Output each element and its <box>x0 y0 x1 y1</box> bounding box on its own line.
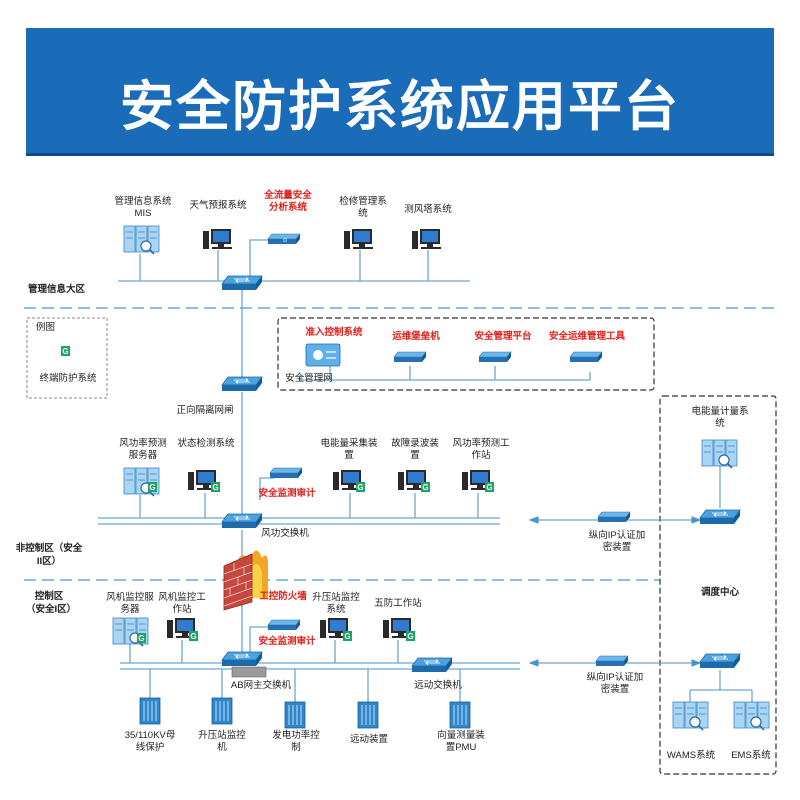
legend-badge-text: G <box>60 347 71 359</box>
dispatch-switch-2-icon <box>699 653 741 669</box>
power-control-cabinet-icon <box>284 701 306 729</box>
booster-badge-icon <box>343 631 352 641</box>
label-firewall: 工控防火墙 <box>259 591 307 602</box>
label-control-audit: 安全监测审计 <box>258 636 316 647</box>
legend-title: 例图 <box>36 322 56 333</box>
maintenance-pc-icon <box>344 229 373 249</box>
label-motion-switch: 远动交换机 <box>414 680 462 691</box>
tower-pc-icon <box>412 229 441 249</box>
security-management-box <box>277 317 655 391</box>
label-crypto-2: 纵向IP认证加密装置 <box>586 672 644 695</box>
bastion-host-icon <box>393 351 427 363</box>
label-noncontrol-audit: 安全监测审计 <box>258 488 316 499</box>
label-busbar: 35/110KV母线保护 <box>124 730 176 753</box>
motion-switch-icon <box>411 657 453 673</box>
access-control-icon <box>305 343 341 367</box>
label-traffic-analysis: 全流量安全分析系统 <box>264 190 312 213</box>
label-ems: EMS系统 <box>731 750 771 761</box>
wind-server-badge-icon <box>137 633 146 643</box>
label-status-detection: 状态检测系统 <box>177 438 235 449</box>
zone-label-management: 管理信息大区 <box>28 284 86 295</box>
security-platform-icon <box>478 351 512 363</box>
management-switch-icon <box>221 275 263 291</box>
status-terminal-badge-icon <box>211 482 220 492</box>
label-booster-system: 升压站监控系统 <box>312 592 360 615</box>
label-maintenance: 检修管理系统 <box>339 196 387 219</box>
label-isolation-gateway: 正向隔离网闸 <box>176 405 234 416</box>
crypto-device-1-icon <box>597 511 631 523</box>
energy-badge-icon <box>356 482 365 492</box>
motion-device-cabinet-icon <box>357 701 379 729</box>
label-meter-system: 电能量计量系统 <box>691 406 749 429</box>
title-banner: 安全防护系统应用平台 <box>24 26 776 160</box>
weather-pc-icon <box>203 229 232 249</box>
forecast-server-badge-icon <box>148 482 157 492</box>
label-motion-device: 远动装置 <box>349 734 388 745</box>
svg-text:⊙: ⊙ <box>282 237 287 244</box>
zone-label-noncontrol: 非控制区（安全II区） <box>15 543 83 567</box>
wind-ws-badge-icon <box>189 631 198 641</box>
label-forecast-server: 风功率预测服务器 <box>119 438 167 461</box>
crypto-device-2-icon <box>595 655 629 667</box>
dispatch-switch-1-icon <box>699 509 741 525</box>
legend-box <box>26 317 108 399</box>
firewall-icon <box>223 550 268 611</box>
label-wind-power-switch: 风功交换机 <box>261 528 309 539</box>
label-forecast-ws: 风功率预测工作站 <box>452 438 510 461</box>
label-energy-collector: 电能量采集装置 <box>320 438 378 461</box>
label-five-proof: 五防工作站 <box>374 598 422 609</box>
forecast-ws-badge-icon <box>485 482 494 492</box>
label-crypto-1: 纵向IP认证加密装置 <box>588 530 646 553</box>
wind-power-switch-icon <box>221 513 263 529</box>
label-ops-tool: 安全运维管理工具 <box>548 331 625 342</box>
label-tower: 测风塔系统 <box>404 204 452 215</box>
label-mis: 管理信息系统MIS <box>114 196 172 219</box>
label-security-platform: 安全管理平台 <box>474 331 532 342</box>
ab-switch-icon <box>221 651 267 678</box>
legend-label: 终端防护系统 <box>39 373 97 384</box>
noncontrol-audit-appliance-icon <box>269 467 303 479</box>
title-banner-background: 安全防护系统应用平台 <box>26 28 774 156</box>
label-wind-ws: 风机监控工作站 <box>158 592 206 615</box>
meter-server-icon <box>701 439 738 469</box>
label-ab-switch: AB网主交换机 <box>230 680 292 691</box>
ems-server-icon <box>733 701 770 731</box>
label-weather: 天气预报系统 <box>189 200 247 211</box>
label-pmu: 向量测量装置PMU <box>437 730 485 753</box>
label-access-control: 准入控制系统 <box>305 327 363 338</box>
ops-tool-icon <box>569 351 603 363</box>
busbar-cabinet-icon <box>139 697 161 725</box>
isolation-gateway-icon <box>221 376 263 392</box>
page-title: 安全防护系统应用平台 <box>120 75 680 138</box>
zone-label-dispatch: 调度中心 <box>700 587 739 598</box>
pmu-cabinet-icon <box>449 701 471 729</box>
booster-monitor-cabinet-icon <box>211 697 233 725</box>
label-booster-monitor: 升压站监控机 <box>198 730 246 753</box>
label-wind-server: 风机监控服务器 <box>106 592 154 615</box>
label-security-net: 安全管理网 <box>285 373 333 384</box>
label-bastion: 运维堡垒机 <box>392 331 440 342</box>
control-audit-appliance-icon <box>267 619 301 631</box>
fault-badge-icon <box>421 482 430 492</box>
label-wams: WAMS系统 <box>666 750 716 761</box>
label-power-control: 发电功率控制 <box>272 730 320 753</box>
wams-server-icon <box>672 701 709 731</box>
zone-label-control: 控制区（安全I区） <box>26 591 77 615</box>
label-fault-recorder: 故障录波装置 <box>391 438 439 461</box>
dispatch-center-box <box>659 395 777 775</box>
fiveproof-badge-icon <box>406 631 415 641</box>
mis-server-icon <box>123 225 160 255</box>
